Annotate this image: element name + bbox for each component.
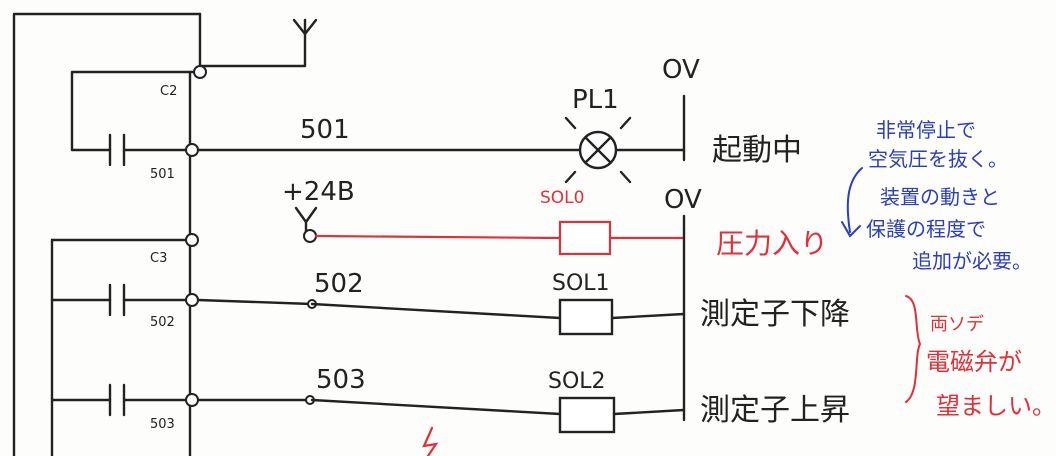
note-emergency-line1: 非常停止で (876, 118, 976, 142)
note-emergency-line3: 装置の動きと (880, 185, 1000, 209)
c2-jumper-wire (70, 70, 196, 152)
note-dual-line3: 望ましい。 (936, 392, 1056, 420)
note-emergency-line5: 追加が必要。 (912, 249, 1032, 273)
coil-sol1 (558, 298, 614, 336)
label-ov-mid: OV (664, 185, 702, 215)
wire-503-b (310, 398, 562, 416)
sol1-out-wire (610, 312, 686, 320)
terminal-503 (185, 393, 199, 407)
label-c3: C3 (150, 251, 167, 266)
label-t502: 502 (150, 315, 175, 330)
label-w503: 503 (316, 365, 366, 395)
note-arrow-icon (841, 167, 863, 238)
function-probe-up: 測定子上昇 (700, 393, 850, 428)
label-w501: 501 (300, 115, 350, 145)
note-emergency-line2: 空気圧を抜く。 (868, 147, 1008, 171)
label-sol2: SOL2 (548, 369, 606, 394)
note-dual-line1: 両ソデ (930, 314, 984, 335)
antenna-top-symbol (292, 18, 318, 36)
coil-sol0 (558, 220, 612, 256)
supply-top-wire (198, 12, 307, 68)
lamp-rays-icon (564, 116, 632, 184)
contact-503 (108, 383, 126, 417)
label-t501: 501 (150, 167, 175, 182)
wire-502-b (310, 302, 562, 320)
label-t503: 503 (150, 417, 175, 432)
contact-501 (108, 133, 126, 167)
function-running: 起動中 (712, 133, 802, 168)
function-probe-down: 測定子下降 (700, 297, 850, 332)
red-wire-sol0 (314, 234, 562, 240)
label-pl1: PL1 (572, 85, 619, 115)
function-pressure-in: 圧力入り (716, 227, 828, 260)
lightning-icon (422, 426, 439, 456)
label-p24: +24B (282, 177, 355, 207)
terminal-c3 (185, 233, 199, 247)
coil-sol2 (558, 396, 616, 434)
label-ov-top: OV (662, 55, 700, 85)
note-emergency-line4: 保護の程度で (866, 217, 986, 241)
terminal-c2 (193, 65, 207, 79)
label-sol0: SOL0 (540, 188, 584, 208)
contact-502 (108, 283, 126, 317)
outer-frame (12, 12, 202, 456)
label-c2: C2 (160, 84, 177, 99)
terminal-501 (185, 143, 199, 157)
lamp-cross-icon (584, 136, 612, 164)
brace-icon (905, 295, 922, 403)
note-dual-line2: 電磁弁が (926, 348, 1022, 376)
label-sol1: SOL1 (552, 271, 610, 296)
label-w502: 502 (314, 269, 364, 299)
sol2-out-wire (612, 408, 686, 416)
wire-502-a (196, 298, 314, 306)
terminal-502 (185, 293, 199, 307)
terminal-24b (303, 229, 317, 243)
